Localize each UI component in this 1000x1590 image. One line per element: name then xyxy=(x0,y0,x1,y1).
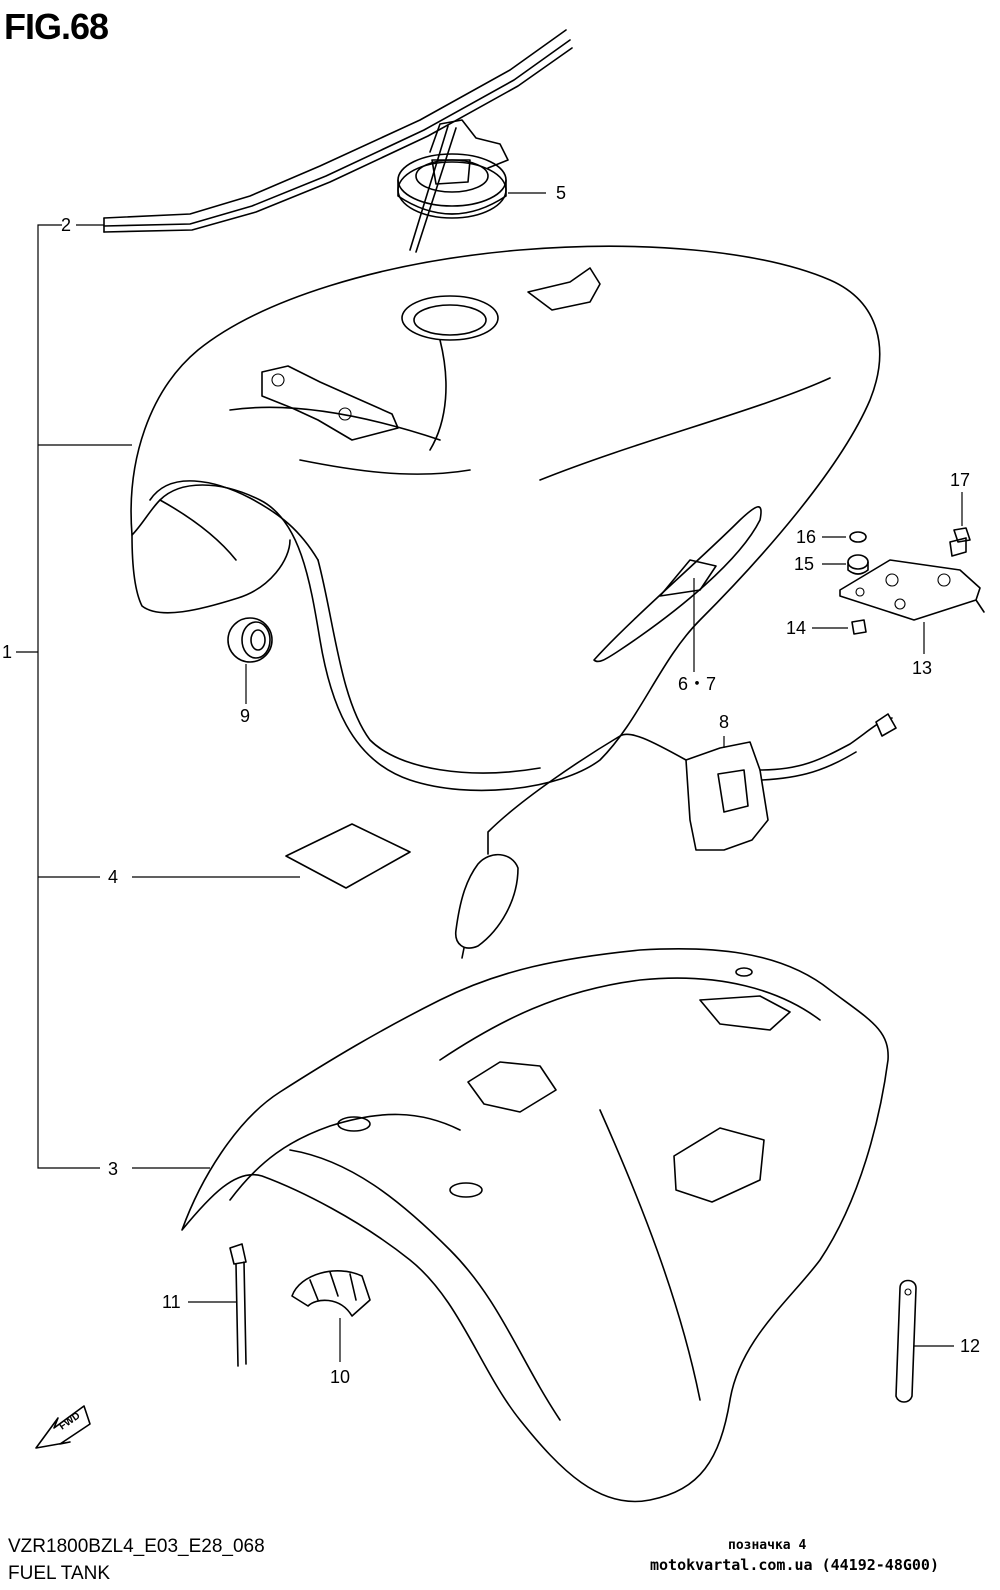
callout-labels: 1 2 3 4 5 6・7 8 9 10 11 12 13 14 15 16 1… xyxy=(2,183,980,1387)
callout-15: 15 xyxy=(794,554,814,574)
callout-10: 10 xyxy=(330,1367,350,1387)
callout-12: 12 xyxy=(960,1336,980,1356)
assembly-bracket xyxy=(16,224,132,1169)
grommet-part xyxy=(227,617,273,704)
cushion-15-part xyxy=(822,554,869,575)
callout-2: 2 xyxy=(61,215,71,235)
label-part xyxy=(132,823,411,889)
cable-tie-part xyxy=(188,1243,247,1367)
bolt-14-part xyxy=(812,619,867,635)
tank-cover-part xyxy=(132,947,889,1503)
figure-name: FUEL TANK xyxy=(8,1563,111,1584)
callout-11: 11 xyxy=(162,1292,181,1312)
fuel-tank-part xyxy=(130,245,881,792)
callout-17: 17 xyxy=(950,470,970,490)
strap-part xyxy=(895,1279,954,1403)
float-part xyxy=(454,853,519,959)
callout-9: 9 xyxy=(240,706,250,726)
washer-16-part xyxy=(822,531,867,543)
model-code: VZR1800BZL4_E03_E28_068 xyxy=(8,1536,265,1557)
damper-part xyxy=(291,1270,371,1362)
callout-4: 4 xyxy=(108,867,118,887)
figure-title: FIG.68 xyxy=(4,6,109,47)
callout-16: 16 xyxy=(796,527,816,547)
bolt-17-part xyxy=(949,492,971,557)
callout-1: 1 xyxy=(2,642,12,662)
note-label: позначка 4 xyxy=(728,1538,807,1553)
callout-13: 13 xyxy=(912,658,932,678)
callout-3: 3 xyxy=(108,1159,118,1179)
fuel-cap-part xyxy=(397,119,546,253)
trim-strip-part xyxy=(103,29,573,233)
fwd-arrow-icon: FWD xyxy=(35,1405,91,1449)
fuel-sender-part xyxy=(487,713,897,855)
bracket-part xyxy=(839,559,985,654)
site-reference: motokvartal.com.ua (44192-48G00) xyxy=(650,1556,939,1574)
callout-6-7: 6・7 xyxy=(678,674,716,694)
callout-5: 5 xyxy=(556,183,566,203)
callout-14: 14 xyxy=(786,618,806,638)
callout-8: 8 xyxy=(719,712,729,732)
